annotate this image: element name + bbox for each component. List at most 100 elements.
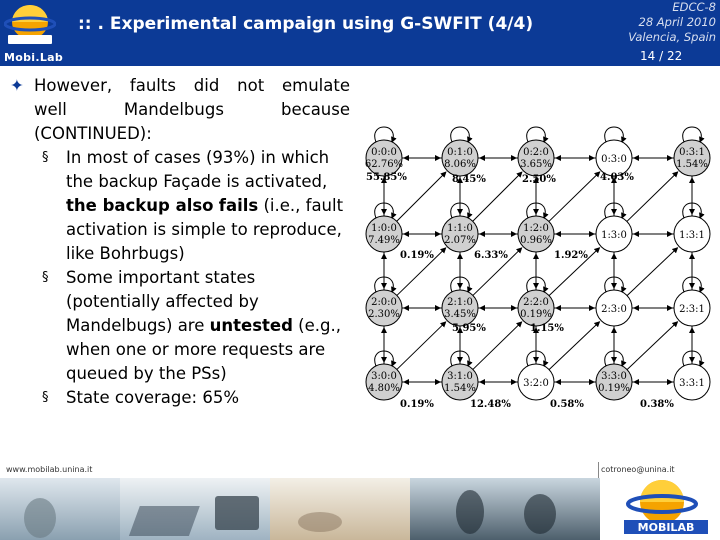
conference-location: Valencia, Spain [628,30,716,44]
self-loop-arrow [682,276,705,293]
self-loop-arrow [604,350,627,367]
self-loop-arrow [604,202,627,219]
state-coverage: 62.76% [365,159,403,170]
self-loop-arrow [450,126,473,143]
transition-arrow [396,171,447,222]
transition-arrow [396,247,447,296]
state-node [441,363,479,401]
sub-bullet-1: § In most of cases (93%) in which the ba… [42,148,344,263]
bullet-line: (CONTINUED): [34,124,152,143]
conference-info: EDCC-8 28 April 2010 Valencia, Spain [628,0,716,45]
state-label: 2:0:0 [371,297,397,308]
square-bullet-icon: § [42,270,49,285]
state-label: 0:3:1 [679,147,705,158]
state-coverage: 3.65% [520,159,552,170]
state-label: 3:3:0 [601,371,627,382]
transition-probability: 0.19% [400,250,434,261]
state-label: 1:3:0 [601,230,627,241]
main-bullet: ✦ However, faults did not emulate well M… [10,74,350,146]
bullet-line: well Mandelbugs because [34,100,351,119]
page-title: :: . Experimental campaign using G-SWFIT… [78,14,534,34]
transition-arrow [472,321,523,370]
state-coverage: 4.80% [368,383,400,394]
state-coverage: 2.30% [368,309,400,320]
transition-probability: 0.19% [400,399,434,410]
state-node [595,215,633,253]
state-coverage: 2.07% [444,235,476,246]
self-loop-arrow [526,350,549,367]
diagram-nodes: 0:0:062.76%0:1:08.06%0:2:03.65%0:3:00:3:… [365,139,711,401]
state-label: 1:1:0 [447,223,473,234]
transition-arrow [548,171,601,222]
transition-probability: 6.33% [474,250,508,261]
mobilab-footer-logo: MOBILAB [624,480,708,534]
self-loop-arrow [450,276,473,293]
state-node [365,363,403,401]
sub-bullet-2: § Some important states (potentially aff… [42,268,341,383]
self-loop-arrow [682,202,705,219]
transition-probability: 2.50% [522,174,556,185]
conference-date: 28 April 2010 [638,15,717,29]
self-loop-arrow [526,276,549,293]
state-label: 3:0:0 [371,371,397,382]
self-loop-arrow [374,350,397,367]
self-loop-arrow [450,202,473,219]
self-loop-arrow [682,350,705,367]
footer-photos [0,478,600,540]
transition-probability: 12.48% [470,399,511,410]
self-loop-arrow [526,202,549,219]
transition-probability: 0.38% [640,399,674,410]
state-coverage: 1.54% [676,159,708,170]
transition-arrow [548,321,601,370]
square-bullet-icon: § [42,150,49,165]
transition-probability: 1.92% [554,250,588,261]
state-label: 3:2:0 [523,378,549,389]
slide-content: ✦ However, faults did not emulate well M… [10,74,350,410]
conference-name: EDCC-8 [672,0,716,14]
state-label: 2:3:1 [679,304,705,315]
diagram-edge-labels: 55.85%8.45%2.50%4.03%0.19%6.33%1.92%5.95… [366,172,674,410]
mobilab-logo [4,5,56,44]
state-label: 2:2:0 [523,297,549,308]
state-node [517,363,555,401]
state-node [595,289,633,327]
state-coverage: 0.19% [520,309,552,320]
self-loop-arrow [604,126,627,143]
footer-email: cotroneo@unina.it [601,465,675,474]
footer-photo-strip [0,478,600,540]
state-coverage: 1.54% [444,383,476,394]
state-label: 1:2:0 [523,223,549,234]
square-bullet-icon: § [42,390,49,405]
transition-probability: 5.95% [452,323,486,334]
footer-website: www.mobilab.unina.it [6,465,93,474]
self-loop-arrow [450,350,473,367]
state-node [365,139,403,177]
state-node [673,363,711,401]
state-node [517,139,555,177]
state-node [365,215,403,253]
footer-divider [598,462,599,478]
state-node [673,139,711,177]
state-node [441,139,479,177]
transition-probability: 0.58% [550,399,584,410]
state-label: 2:1:0 [447,297,473,308]
state-node [673,289,711,327]
state-label: 3:3:1 [679,378,705,389]
self-loop-arrow [374,202,397,219]
state-node [595,363,633,401]
page-number: 14 / 22 [640,49,683,63]
header-bar: Mobi.Lab :: . Experimental campaign usin… [0,0,720,66]
state-node [517,215,555,253]
state-node [441,289,479,327]
diamond-bullet-icon: ✦ [10,76,24,95]
state-label: 1:3:1 [679,230,705,241]
state-node [441,215,479,253]
bullet-line: However, faults did not emulate [34,76,350,95]
self-loop-arrow [374,276,397,293]
transition-arrow [626,321,679,370]
org-label: Mobi.Lab [4,51,64,64]
state-coverage: 8.06% [444,159,476,170]
transition-arrow [626,171,679,222]
self-loop-arrow [604,276,627,293]
transition-probability: 55.85% [366,172,407,183]
